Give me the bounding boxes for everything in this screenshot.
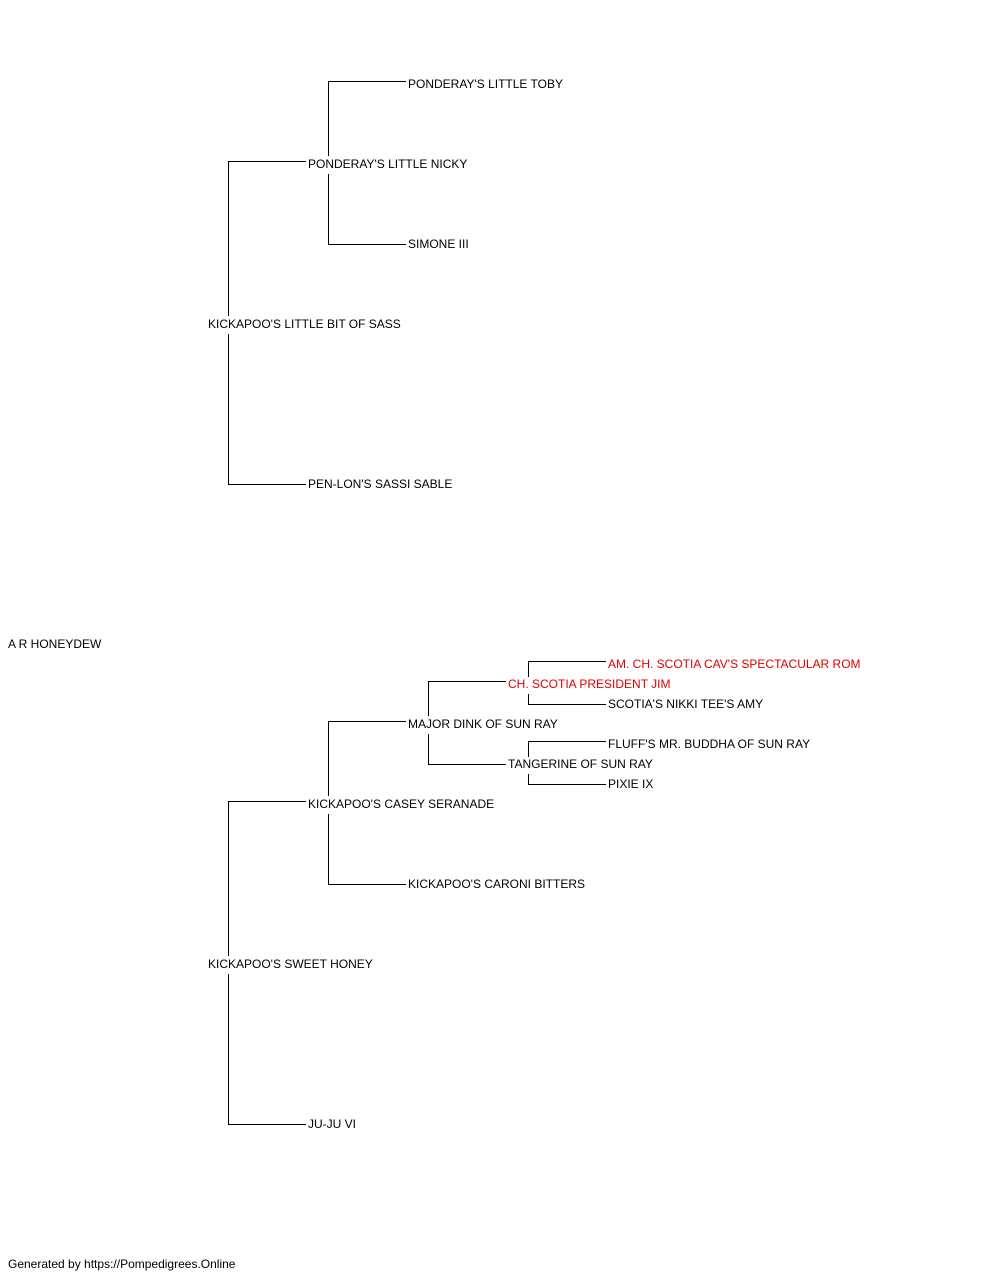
pedigree-name-dam-sire-dam: KICKAPOO'S CARONI BITTERS xyxy=(408,877,585,891)
connector-line xyxy=(428,764,506,765)
connector-line xyxy=(528,694,529,705)
pedigree-name-highlighted: AM. CH. SCOTIA CAV'S SPECTACULAR ROM xyxy=(608,657,861,671)
pedigree-name-dam-sire-sire: MAJOR DINK OF SUN RAY xyxy=(408,717,558,731)
pedigree-name-subject: A R HONEYDEW xyxy=(8,637,102,651)
connector-line xyxy=(328,81,406,82)
connector-line xyxy=(228,484,306,485)
pedigree-name: TANGERINE OF SUN RAY xyxy=(508,757,653,771)
pedigree-name-sire-dam: PEN-LON'S SASSI SABLE xyxy=(308,477,453,491)
pedigree-name-dam-sire: KICKAPOO'S CASEY SERANADE xyxy=(308,797,495,811)
pedigree-name: FLUFF'S MR. BUDDHA OF SUN RAY xyxy=(608,737,811,751)
connector-line xyxy=(528,704,606,705)
connector-line xyxy=(228,801,229,956)
connector-line xyxy=(328,244,406,245)
connector-line xyxy=(528,741,529,757)
connector-line xyxy=(428,681,429,716)
pedigree-name-sire-sire: PONDERAY'S LITTLE NICKY xyxy=(308,157,468,171)
connector-line xyxy=(228,161,229,316)
pedigree-name: SCOTIA'S NIKKI TEE'S AMY xyxy=(608,697,764,711)
connector-line xyxy=(328,884,406,885)
connector-line xyxy=(228,161,306,162)
connector-line xyxy=(328,174,329,245)
connector-line xyxy=(528,774,529,785)
connector-line xyxy=(228,334,229,485)
connector-line xyxy=(228,801,306,802)
connector-line xyxy=(528,661,606,662)
connector-line xyxy=(528,784,606,785)
pedigree-name-sire: KICKAPOO'S LITTLE BIT OF SASS xyxy=(208,317,401,331)
pedigree-name: PIXIE IX xyxy=(608,777,654,791)
connector-line xyxy=(428,681,506,682)
pedigree-name-sire-sire-sire: PONDERAY'S LITTLE TOBY xyxy=(408,77,564,91)
connector-line xyxy=(228,974,229,1125)
connector-line xyxy=(328,814,329,885)
pedigree-name-dam: KICKAPOO'S SWEET HONEY xyxy=(208,957,373,971)
connector-line xyxy=(528,661,529,677)
pedigree-name-dam-dam: JU-JU VI xyxy=(308,1117,356,1131)
connector-line xyxy=(328,721,329,796)
connector-line xyxy=(428,734,429,765)
connector-line xyxy=(328,721,406,722)
generated-by-footer: Generated by https://Pompedigrees.Online xyxy=(8,1257,236,1271)
connector-line xyxy=(328,81,329,156)
connector-line xyxy=(528,741,606,742)
connector-line xyxy=(228,1124,306,1125)
pedigree-name-highlighted: CH. SCOTIA PRESIDENT JIM xyxy=(508,677,671,691)
pedigree-name-sire-sire-dam: SIMONE III xyxy=(408,237,469,251)
